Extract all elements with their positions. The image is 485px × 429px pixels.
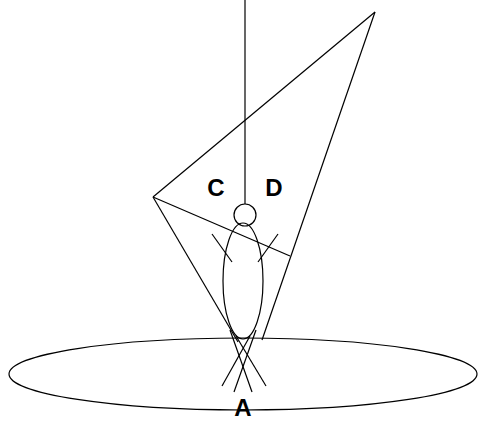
point-label: D (265, 176, 282, 200)
point-label: A (234, 396, 251, 420)
triangle-side (153, 12, 375, 197)
arm-line (212, 234, 232, 262)
leg-line (236, 336, 266, 386)
triangle-side (262, 12, 375, 340)
arm-line (258, 234, 278, 262)
leg-line (222, 336, 250, 386)
vertical-axis (244, 0, 245, 204)
triangle-side (153, 197, 238, 342)
point-label: C (207, 176, 224, 200)
body-ellipse (223, 223, 263, 339)
